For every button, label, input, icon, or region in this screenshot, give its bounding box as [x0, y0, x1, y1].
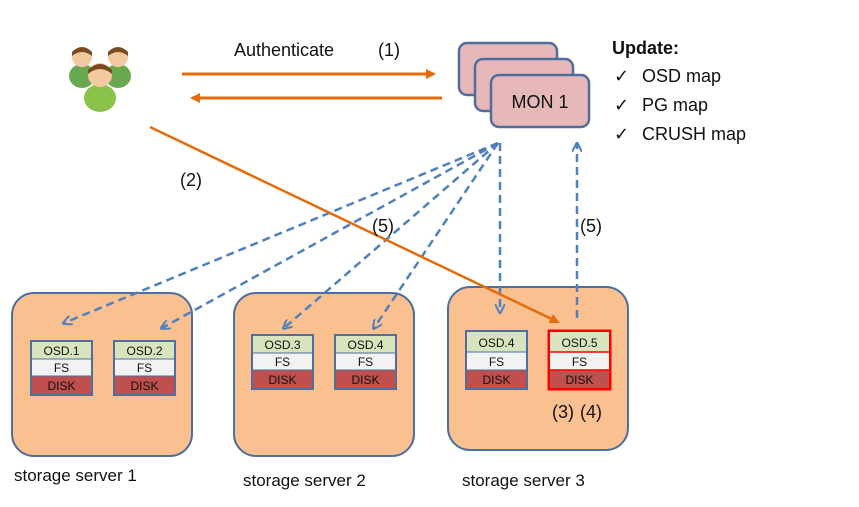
step-3-label: (3) — [552, 402, 574, 422]
authenticate-label: Authenticate — [234, 40, 334, 60]
storage-server-3-box — [447, 286, 629, 451]
check-icon: ✓ — [614, 124, 629, 144]
monitor-stack: MON 1 — [457, 41, 591, 129]
osd-label: OSD.4 — [347, 338, 383, 352]
fs-label: FS — [137, 361, 152, 375]
osd-label: OSD.1 — [43, 344, 79, 358]
dashed-arrow-osd3 — [284, 142, 499, 328]
update-item-osd-map: OSD map — [642, 66, 721, 86]
osd-label: OSD.5 — [561, 336, 597, 350]
step-1-label: (1) — [378, 40, 400, 60]
step-4-label: (4) — [580, 402, 602, 422]
update-item-crush-map: CRUSH map — [642, 124, 746, 144]
storage-server-1-label: storage server 1 — [14, 466, 137, 485]
osd-stack: OSD.2 FS DISK — [113, 340, 176, 396]
step-5-label: (5) — [372, 216, 394, 236]
update-item-pg-map: PG map — [642, 95, 708, 115]
storage-server-3-label: storage server 3 — [462, 471, 585, 490]
fs-label: FS — [358, 355, 373, 369]
storage-server-2-label: storage server 2 — [243, 471, 366, 490]
osd-label: OSD.4 — [478, 336, 514, 350]
osd-stack: OSD.3 FS DISK — [251, 334, 314, 390]
storage-server-2-box — [233, 292, 415, 457]
monitor-label: MON 1 — [511, 92, 568, 112]
osd-label: OSD.2 — [126, 344, 162, 358]
check-icon: ✓ — [614, 66, 629, 86]
dashed-arrow-osd1 — [64, 141, 499, 323]
disk-label: DISK — [482, 373, 510, 387]
osd-stack: OSD.4 FS DISK — [334, 334, 397, 390]
osd-stack: OSD.4 FS DISK — [465, 330, 528, 390]
map-distribution-arrows — [64, 141, 577, 328]
fs-label: FS — [572, 355, 587, 369]
osd-label: OSD.3 — [264, 338, 300, 352]
update-title: Update: — [612, 38, 679, 58]
users-icon — [69, 47, 131, 112]
step-5-label: (5) — [580, 216, 602, 236]
client-write-arrow — [149, 125, 560, 324]
osd-stack: OSD.1 FS DISK — [30, 340, 93, 396]
dashed-arrow-osd4 — [374, 142, 500, 328]
check-icon: ✓ — [614, 95, 629, 115]
disk-label: DISK — [130, 379, 158, 393]
disk-label: DISK — [268, 373, 296, 387]
storage-server-1-box — [11, 292, 193, 457]
fs-label: FS — [275, 355, 290, 369]
disk-label: DISK — [565, 373, 593, 387]
fs-label: FS — [489, 355, 504, 369]
fs-label: FS — [54, 361, 69, 375]
step-2-label: (2) — [180, 170, 202, 190]
disk-label: DISK — [351, 373, 379, 387]
disk-label: DISK — [47, 379, 75, 393]
dashed-arrow-osd2 — [162, 141, 499, 328]
osd-stack-highlighted: OSD.5 FS DISK — [547, 329, 612, 391]
